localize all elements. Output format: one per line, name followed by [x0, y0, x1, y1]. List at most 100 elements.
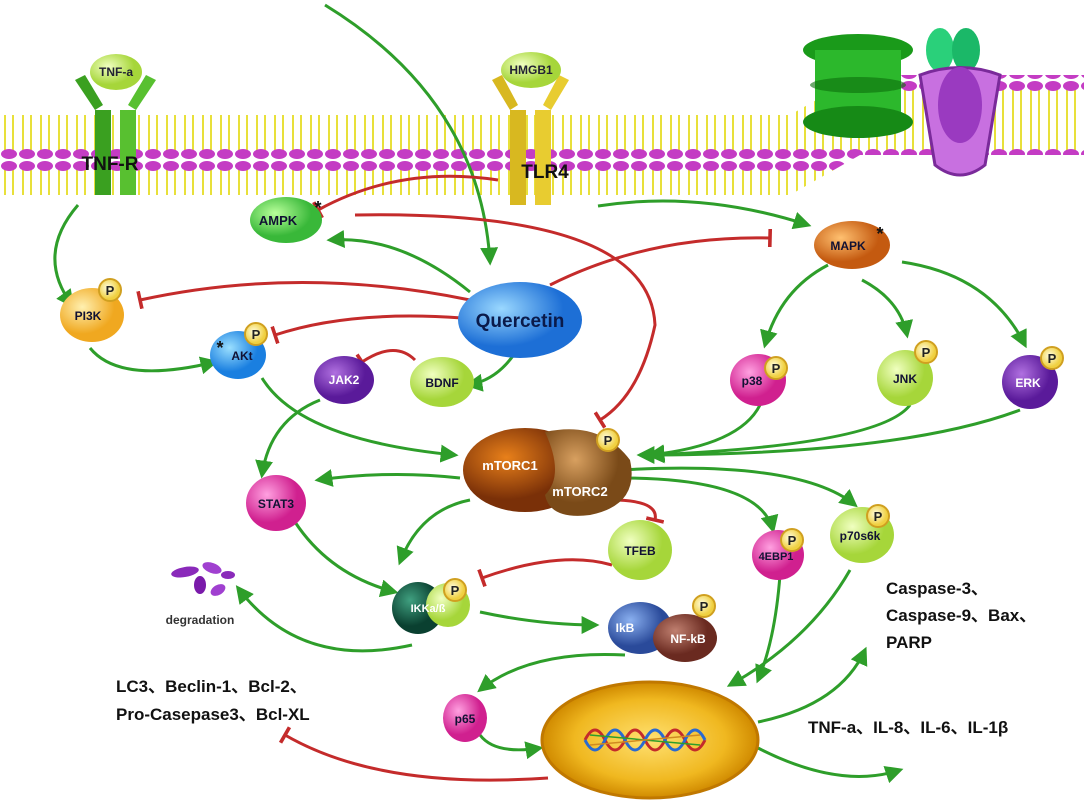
inhibit-quercetin-to-mapk — [549, 228, 773, 287]
bdnf-label: BDNF — [425, 376, 458, 390]
jnk-phospho-label: P — [922, 345, 931, 360]
autophagy-text-1: LC3、Beclin-1、Bcl-2、 — [116, 677, 307, 696]
apoptosis-text-1: Caspase-3、 — [886, 579, 988, 598]
akt-node: AKt * P — [210, 322, 268, 379]
pi3k-phospho-badge — [98, 278, 122, 302]
p65-node: p65 — [443, 694, 487, 742]
erk-node: ERK P — [1002, 346, 1064, 409]
degradation-fragments: degradation — [166, 562, 235, 627]
mapk-star: * — [876, 224, 883, 244]
jnk-label: JNK — [893, 372, 917, 386]
stat3-label: STAT3 — [258, 497, 295, 511]
ion-channel — [803, 34, 913, 138]
ampk-node: AMPK * — [250, 197, 322, 243]
arrow-mapk-to-jnk — [861, 278, 913, 339]
nfkb-node — [653, 614, 717, 662]
tnf-ligand — [90, 54, 142, 90]
tlr4-receptor: HMGB1 TLR4 — [492, 52, 569, 205]
hmgb1-ligand — [501, 52, 561, 88]
arrow-mapk-to-erk — [901, 260, 1027, 349]
bdnf-node: BDNF — [410, 357, 474, 407]
arrow-erk-to-mtorc1 — [636, 408, 1021, 464]
ikk-phospho-badge — [443, 578, 467, 602]
autophagy-genes: LC3、Beclin-1、Bcl-2、 Pro-Casepase3、Bcl-XL — [116, 677, 310, 724]
inhibit-to-mtorc1 — [354, 213, 657, 429]
arrow-4ebp1-to-nucleus — [755, 574, 782, 684]
arrow-mtorc1-to-ikk — [396, 498, 471, 566]
arrow-jnk-to-mtorc1 — [646, 404, 912, 464]
mapk-node: MAPK * — [814, 221, 890, 269]
hmgb1-label: HMGB1 — [509, 63, 553, 77]
arrow-mapk-to-p38 — [760, 263, 829, 349]
p70s6k-phospho-label: P — [874, 509, 883, 524]
arrow-nfkb-to-p65 — [477, 652, 626, 693]
p70s6k-phospho-badge — [866, 504, 890, 528]
ampk-star: * — [314, 198, 321, 218]
dna-helix — [583, 728, 707, 752]
erk-phospho-label: P — [1048, 351, 1057, 366]
nfkb-phospho-label: P — [700, 599, 709, 614]
arrow-ikk-to-degradation — [235, 585, 413, 653]
arrow-nucleus-to-apoptosis — [757, 646, 868, 724]
p70s6k-label: p70s6k — [840, 529, 881, 543]
apoptosis-text-3: PARP — [886, 633, 932, 652]
ikb-label: IkB — [616, 621, 635, 635]
nfkb-label: NF-kB — [670, 632, 706, 646]
akt-label: AKt — [231, 349, 252, 363]
ampk-label: AMPK — [259, 213, 298, 228]
jnk-node: JNK P — [877, 340, 938, 406]
arrow-akt-to-mtorc1 — [260, 377, 459, 463]
autophagy-text-2: Pro-Casepase3、Bcl-XL — [116, 705, 310, 724]
mtorc-complex: mTORC1 mTORC2 P — [463, 428, 632, 516]
arrow-p70s6k-to-nucleus — [726, 569, 852, 687]
arrow-mtorc1-to-4ebp1 — [619, 476, 779, 534]
arrow-tlr4-to-mapk — [597, 199, 812, 230]
4ebp1-node: 4EBP1 P — [752, 528, 804, 580]
quercetin-node: Quercetin — [458, 282, 582, 358]
mtorc-phospho-label: P — [604, 433, 613, 448]
quercetin-label: Quercetin — [476, 311, 565, 332]
arrow-quercetin-to-ampk — [326, 230, 471, 294]
mtorc-phospho-badge — [596, 428, 620, 452]
arrow-ikk-to-ikb-nfkb — [479, 610, 600, 634]
inhibit-quercetin-to-pi3k — [136, 281, 471, 310]
mapk-label: MAPK — [830, 239, 866, 253]
apoptosis-genes: Caspase-3、 Caspase-9、Bax、 PARP — [886, 579, 1036, 652]
tnf-ligand-label: TNF-a — [99, 65, 133, 79]
pi3k-node: PI3K P — [60, 278, 124, 342]
tlr4-label: TLR4 — [521, 162, 569, 183]
ikk-label: IKKa/ß — [411, 603, 446, 615]
cytokine-genes: TNF-a、IL-8、IL-6、IL-1β — [808, 718, 1008, 737]
inhibit-tfeb-to-ikk — [477, 558, 613, 588]
4ebp1-phospho-label: P — [788, 533, 797, 548]
4ebp1-phospho-badge — [780, 528, 804, 552]
akt-phospho-label: P — [252, 327, 261, 342]
pi3k-label: PI3K — [75, 309, 102, 323]
apoptosis-text-2: Caspase-9、Bax、 — [886, 606, 1036, 625]
inhibition-arrows — [136, 174, 773, 782]
arrow-jak2-to-stat3 — [255, 398, 321, 479]
arrow-tnfr-to-pi3k — [53, 204, 80, 308]
stat3-node: STAT3 — [246, 475, 306, 531]
arrow-p38-to-mtorc1 — [646, 404, 762, 463]
transporter-protein — [918, 28, 1002, 177]
erk-phospho-badge — [1040, 346, 1064, 370]
mtorc1-label: mTORC1 — [482, 458, 537, 473]
akt-star: * — [216, 338, 223, 358]
4ebp1-label: 4EBP1 — [759, 551, 794, 563]
arrow-mtorc1-to-p70s6k — [619, 466, 858, 508]
tnf-receptor: TNF-a TNF-R — [75, 54, 156, 195]
mtorc2-label: mTORC2 — [552, 484, 607, 499]
nfkb-phospho-badge — [692, 594, 716, 618]
akt-phospho-badge — [244, 322, 268, 346]
p38-node: p38 P — [730, 354, 788, 406]
p70s6k-node: p70s6k P — [830, 504, 894, 563]
ikb-nfkb-complex: IkB NF-kB P — [608, 594, 717, 662]
arrow-p65-to-nucleus — [478, 734, 544, 760]
inhibit-bdnf-to-jak2 — [355, 349, 417, 371]
inhibit-quercetin-to-akt — [270, 314, 463, 345]
tfeb-node: TFEB — [608, 520, 672, 580]
tfeb-label: TFEB — [624, 544, 656, 558]
p38-label: p38 — [742, 374, 763, 388]
